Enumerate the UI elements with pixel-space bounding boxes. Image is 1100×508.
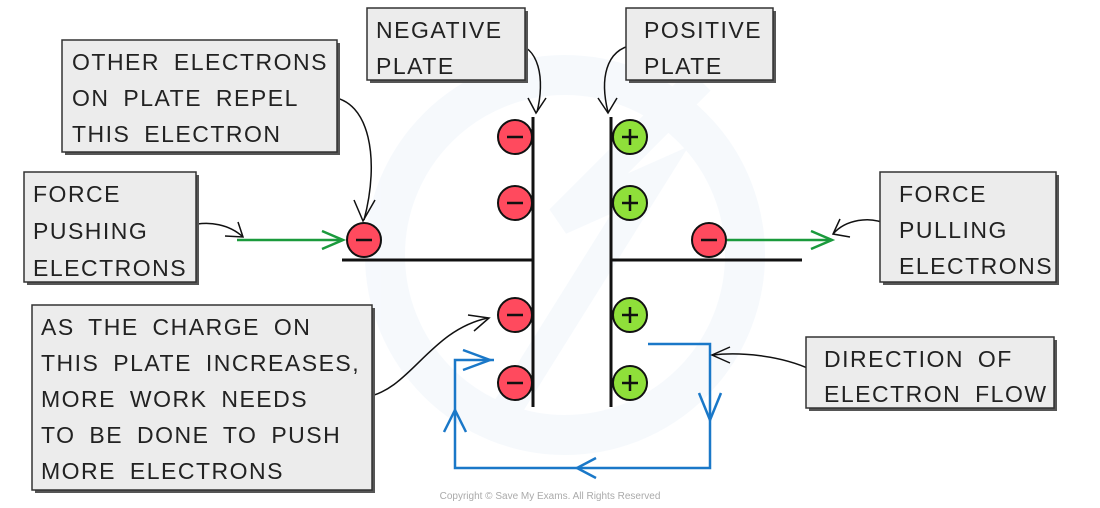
label-charge-increases: AS THE CHARGE ON THIS PLATE INCREASES, MOR…: [31, 304, 375, 493]
positive-charge: [612, 185, 648, 221]
label-line: PLATE: [644, 53, 723, 79]
label-line: TO BE DONE TO PUSH: [41, 422, 341, 448]
label-line: POSITIVE: [644, 17, 762, 43]
label-positive-plate: POSITIVE PLATE: [625, 7, 776, 83]
label-line: ON PLATE REPEL: [72, 85, 299, 111]
positive-charge: [612, 297, 648, 333]
label-line: MORE ELECTRONS: [41, 458, 284, 484]
watermark-logo: [365, 55, 765, 455]
label-other-electrons: OTHER ELECTRONS ON PLATE REPEL THIS ELECTR…: [61, 39, 340, 155]
flow-arrow-down: [697, 392, 723, 424]
label-force-pushing: FORCE PUSHING ELECTRONS: [23, 171, 199, 285]
wires: [342, 117, 802, 407]
copyright-text: Copyright © Save My Exams. All Rights Re…: [440, 491, 661, 502]
label-line: FORCE: [899, 181, 987, 207]
label-line: ELECTRONS: [33, 255, 187, 281]
positive-charge: [612, 119, 648, 155]
electron-flow-circuit: [442, 342, 723, 480]
flow-arrow-up: [442, 407, 468, 433]
charges: [346, 119, 727, 401]
electron: [497, 119, 533, 155]
flow-arrow-right: [462, 348, 494, 372]
label-line: ELECTRON FLOW: [824, 381, 1048, 407]
flow-arrow-left: [574, 456, 597, 480]
label-boxes: OTHER ELECTRONS ON PLATE REPEL THIS ELECTR…: [23, 7, 1059, 493]
label-line: PULLING: [899, 217, 1008, 243]
force-arrows: [237, 229, 836, 251]
label-line: ELECTRONS: [899, 253, 1053, 279]
positive-charge: [612, 365, 648, 401]
label-line: THIS PLATE INCREASES,: [41, 350, 360, 376]
label-line: MORE WORK NEEDS: [41, 386, 308, 412]
label-line: DIRECTION OF: [824, 346, 1013, 372]
electron: [497, 297, 533, 333]
label-force-pulling: FORCE PULLING ELECTRONS: [879, 171, 1059, 285]
label-line: OTHER ELECTRONS: [72, 49, 328, 75]
label-direction: DIRECTION OF ELECTRON FLOW: [805, 336, 1057, 411]
label-line: THIS ELECTRON: [72, 121, 282, 147]
label-line: FORCE: [33, 181, 121, 207]
electron: [691, 222, 727, 258]
label-line: NEGATIVE: [376, 17, 503, 43]
label-line: PUSHING: [33, 218, 148, 244]
label-negative-plate: NEGATIVE PLATE: [366, 7, 528, 83]
label-line: PLATE: [376, 53, 455, 79]
electron: [346, 222, 382, 258]
electron: [497, 365, 533, 401]
label-line: AS THE CHARGE ON: [41, 314, 311, 340]
electron: [497, 185, 533, 221]
